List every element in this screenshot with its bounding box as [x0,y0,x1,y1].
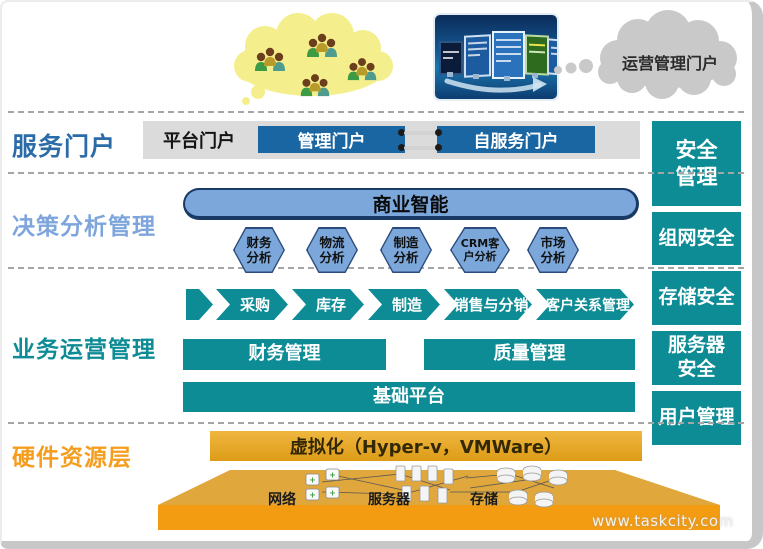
sidebar-item-user-mgmt: 用户管理 [652,391,741,445]
storage-label: 存储 [470,492,498,508]
hexagon-market-analysis: 市场 分析 [527,227,579,273]
hexagon-crm-analysis: CRM客 户分析 [450,227,510,273]
screen-icon [464,34,491,78]
link-icon [398,129,442,136]
users-cloud-icon [234,13,393,105]
sidebar-item-server-security: 服务器 安全 [652,331,741,385]
ops-cloud-icon [554,10,737,99]
network-label: 网络 [268,492,296,508]
screen-icon [439,41,463,75]
hexagon-logistics-analysis: 物流 分析 [306,227,358,273]
chevron-sales-distribution: 销售与分销 [444,289,532,320]
chevron-crm: 客户关系管理 [536,289,634,320]
hexagon-manufacturing-analysis: 制造 分析 [380,227,432,273]
service-layer-label: 服务门户 [12,132,117,161]
sidebar-item-network-security: 组网安全 [652,212,741,265]
platform-top-face [158,470,720,505]
business-layer-label: 业务运营管理 [12,337,156,363]
screen-icon [492,31,525,79]
chevron-manufacturing: 制造 [368,289,440,320]
management-portal: 管理门户 [258,126,405,153]
network-icons: + + + + [305,468,340,501]
virtualization-box: 虚拟化（Hyper-v，VMWare） [210,431,642,461]
self-service-portal: 自服务门户 [437,126,595,153]
chevron-procurement: 采购 [216,289,288,320]
server-label: 服务器 [368,492,410,508]
storage-icons [496,465,568,508]
separator [8,111,744,113]
ops-cloud-label: 运营管理门户 [621,54,718,73]
chevron-lead-arrow-icon [186,289,213,320]
quality-mgmt-box: 质量管理 [424,339,635,370]
screens-image [433,13,559,101]
hexagon-finance-analysis: 财务 分析 [233,227,285,273]
hardware-platform: + + + + [158,465,720,530]
svg-text:+: + [309,476,316,485]
business-intelligence-pill: 商业智能 [183,188,639,220]
sidebar-item-security-mgmt: 安全 管理 [652,121,741,206]
hardware-layer-label: 硬件资源层 [12,445,132,471]
rotate-arrow-icon [444,77,547,93]
sidebar-item-storage-security: 存储安全 [652,271,741,325]
base-platform-box: 基础平台 [183,382,635,412]
svg-text:+: + [329,489,336,498]
decision-layer-label: 决策分析管理 [12,214,156,240]
server-icons [395,465,454,504]
separator [8,422,744,424]
platform-portal: 平台门户 [163,131,235,152]
separator [8,172,744,174]
svg-text:+: + [309,491,316,500]
screen-icon [525,34,549,76]
separator [8,267,744,269]
svg-text:+: + [329,471,336,480]
chevron-inventory: 库存 [292,289,364,320]
platform-front-face [158,505,720,530]
finance-mgmt-box: 财务管理 [183,339,386,370]
watermark: www.taskcity.com [592,512,734,530]
link-icon [398,144,442,151]
